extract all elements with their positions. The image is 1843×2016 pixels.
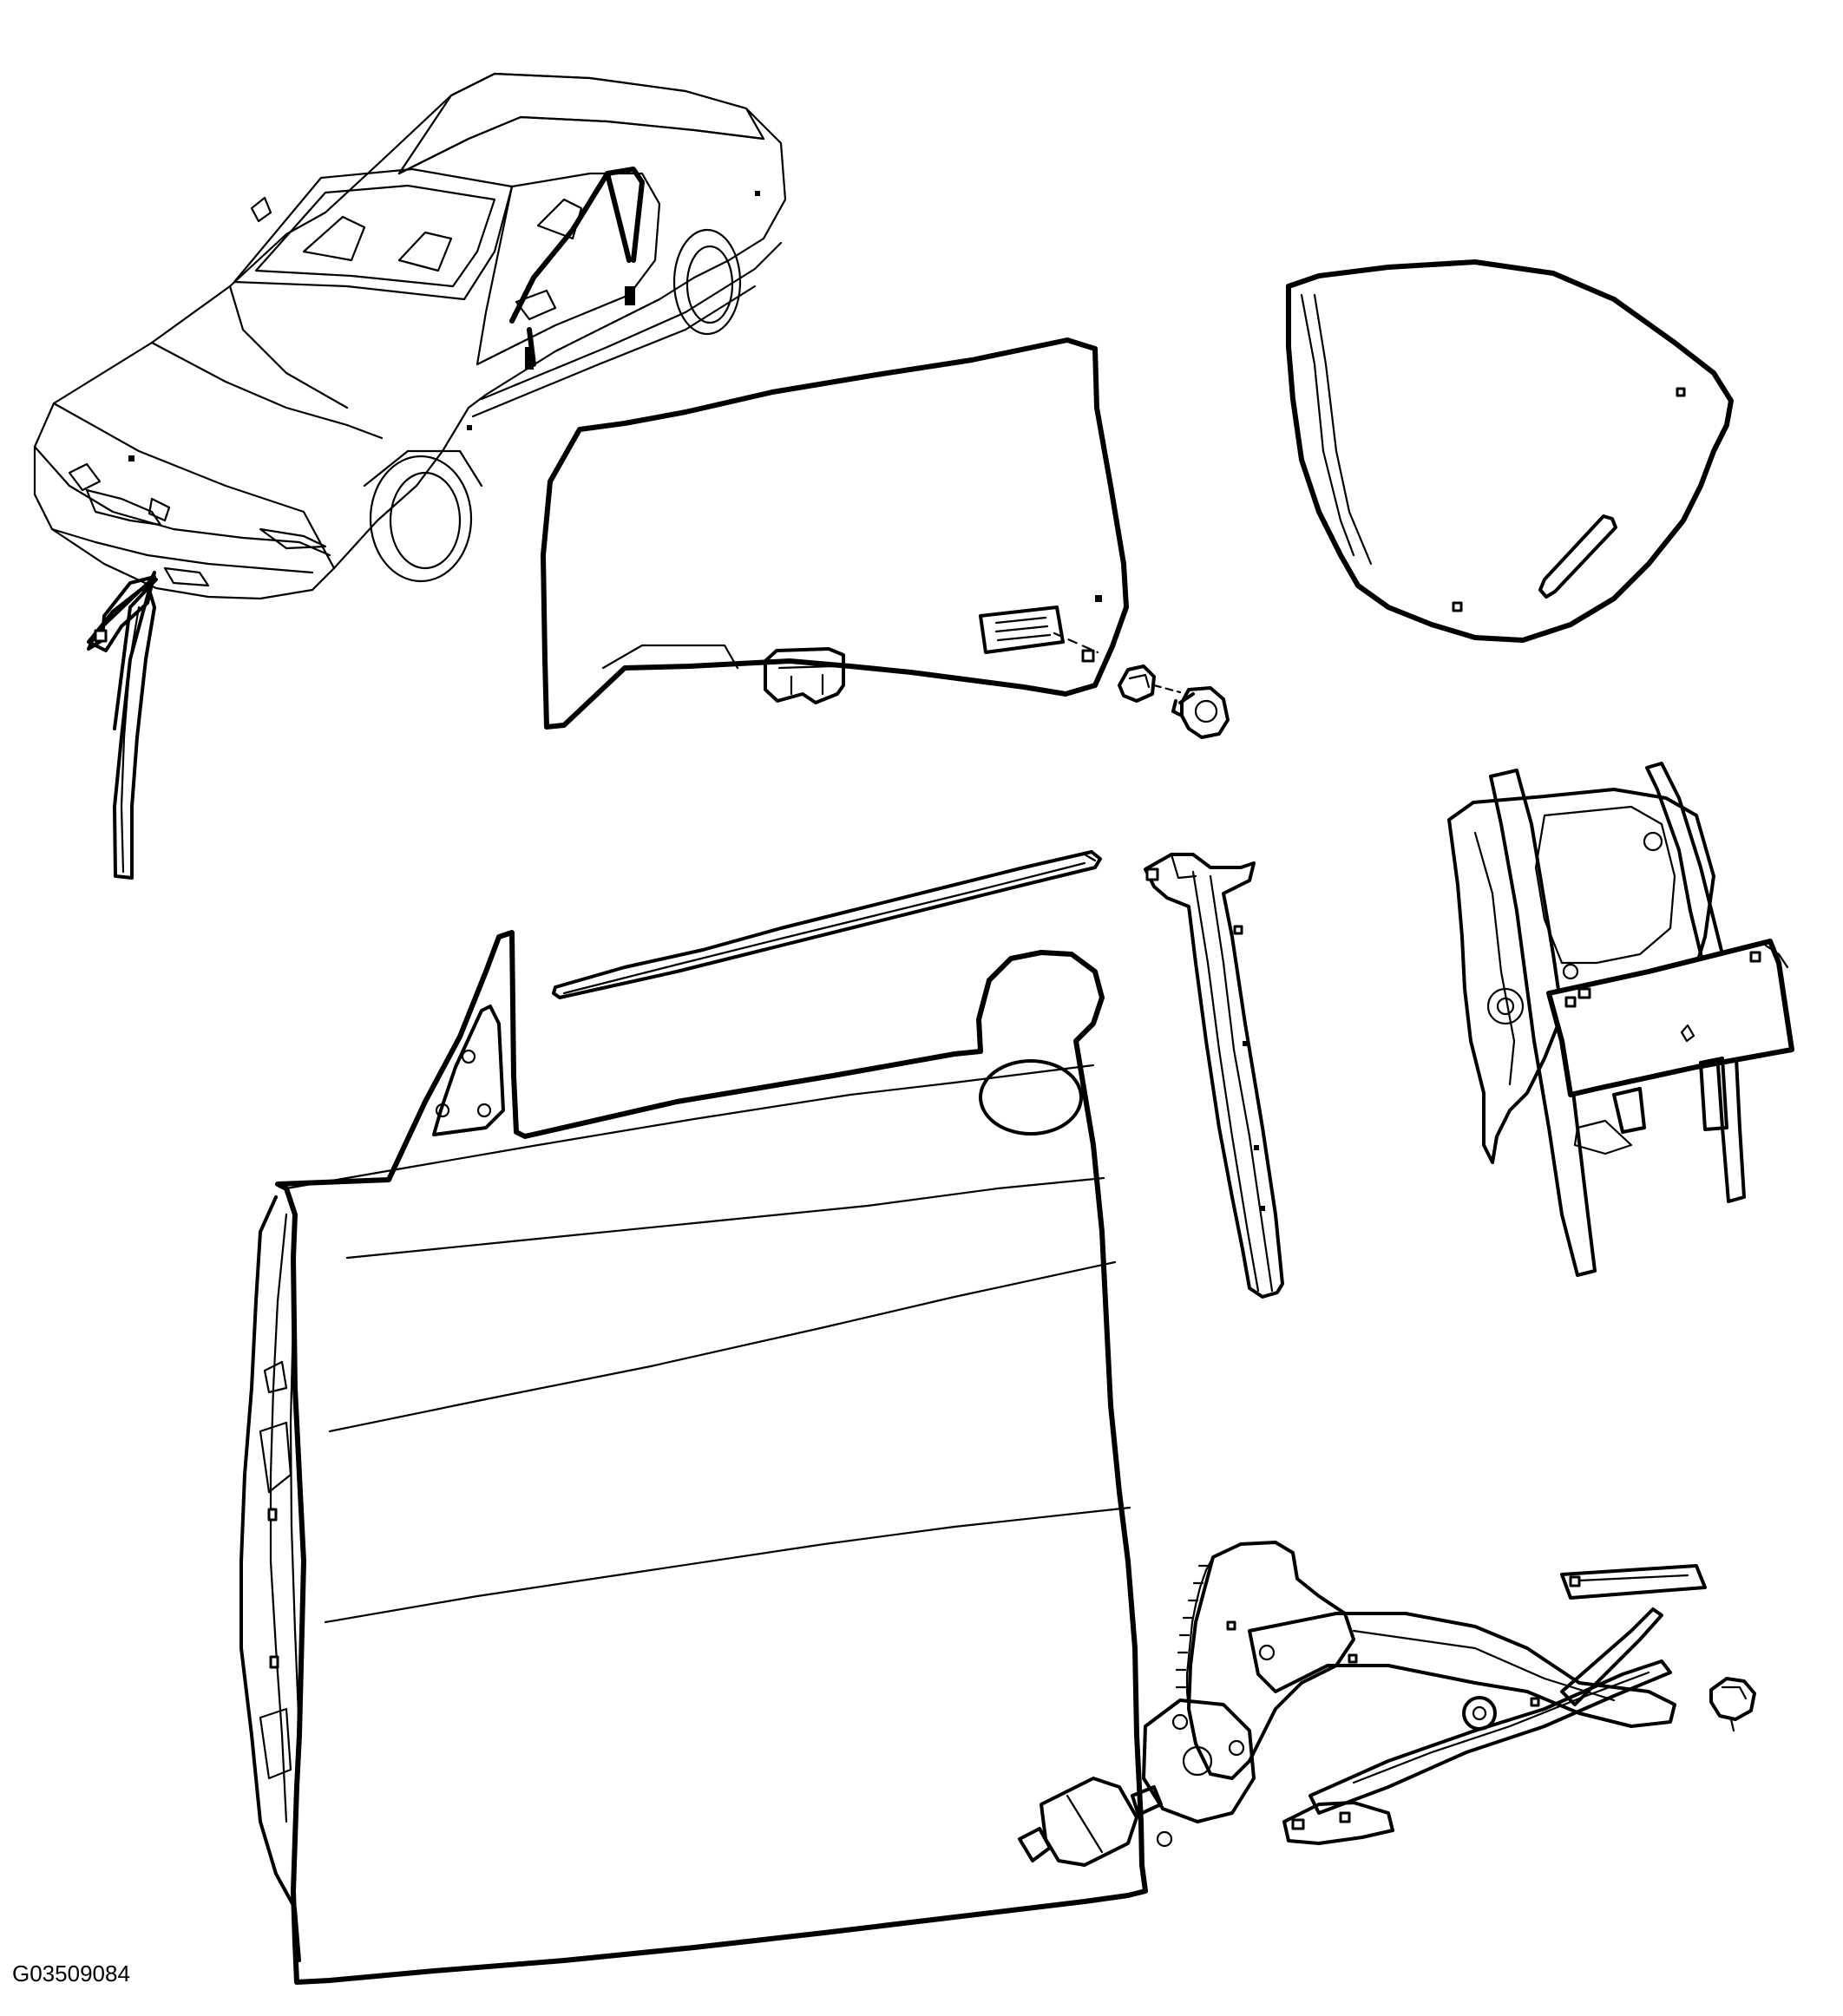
figure-id-label: G03509084	[12, 1960, 130, 1987]
rear-window-regulator-icon	[1447, 762, 1794, 1277]
window-regulator-with-motor-icon	[1018, 1541, 1707, 1867]
door-shell-icon	[239, 930, 1148, 1985]
glass-clip-and-bolt-icon	[1118, 664, 1230, 739]
outer-window-weatherstrip-icon	[552, 850, 1102, 999]
rear-quarter-window-glass-icon	[1286, 259, 1734, 643]
door-window-glass-icon	[541, 337, 1129, 730]
window-guide-rail-icon	[1144, 853, 1284, 1299]
convertible-car-locator-icon	[33, 72, 787, 600]
regulator-nut-icon	[1709, 1677, 1756, 1732]
front-window-seal-strip-icon	[87, 571, 158, 880]
